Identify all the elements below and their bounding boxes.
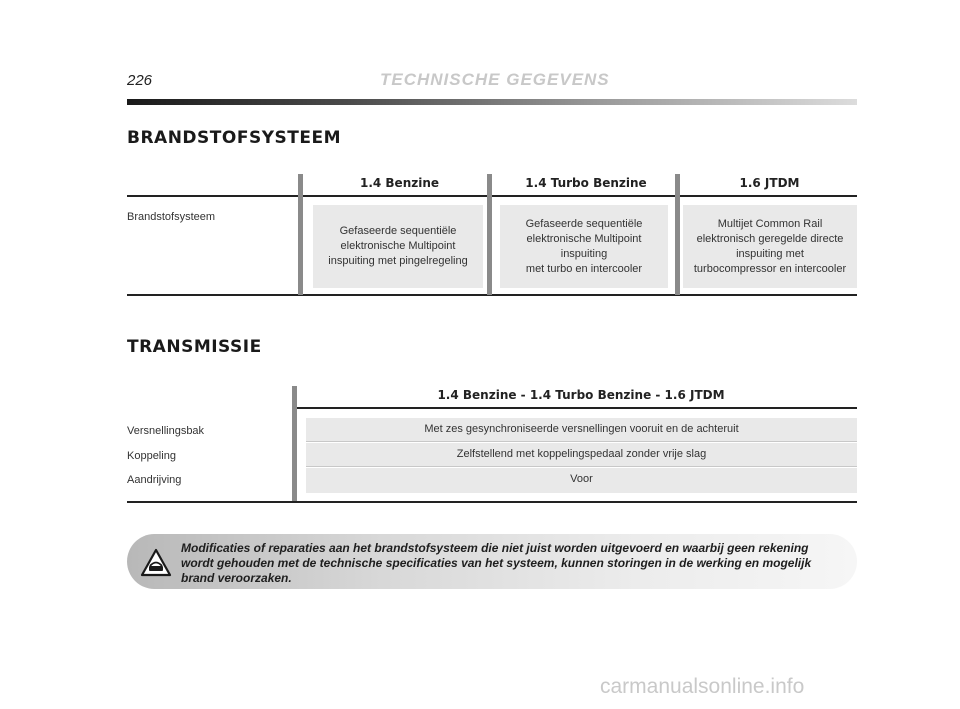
fuel-column-header-2: 1.4 Turbo Benzine	[525, 176, 647, 190]
fuel-column-header-1: 1.4 Benzine	[359, 176, 440, 190]
transmission-column-divider	[292, 386, 297, 501]
transmission-row-label: Versnellingsbak	[127, 425, 205, 437]
fuel-cell-2: Gefaseerde sequentiële elektronische Mul…	[500, 205, 668, 288]
fuel-row-label: Brandstofsysteem	[127, 211, 216, 223]
fuel-cell-1: Gefaseerde sequentiële elektronische Mul…	[313, 205, 483, 288]
watermark: carmanualsonline.info	[600, 675, 805, 698]
transmission-value-row: Voor	[306, 468, 857, 493]
fuel-table-top-rule	[127, 195, 857, 197]
fuel-column-divider-1	[298, 174, 303, 295]
transmission-value-row: Zelfstellend met koppelingspedaal zonder…	[306, 443, 857, 467]
transmission-row-label: Aandrijving	[127, 474, 182, 486]
page-number: 226	[127, 72, 153, 89]
header-rule	[127, 99, 857, 105]
page-header-title: TECHNISCHE GEGEVENS	[380, 70, 610, 89]
fuel-table-bottom-rule	[127, 294, 857, 296]
fuel-column-header-3: 1.6 JTDM	[739, 176, 800, 190]
transmission-header-rule	[297, 407, 857, 409]
warning-text: Modificaties of reparaties aan het brand…	[181, 541, 812, 585]
warning-triangle-icon	[140, 548, 172, 578]
transmission-title: TRANSMISSIE	[127, 337, 262, 357]
transmission-column-header: 1.4 Benzine - 1.4 Turbo Benzine - 1.6 JT…	[437, 388, 725, 402]
warning-box	[127, 534, 857, 589]
fuel-column-divider-2	[487, 174, 492, 295]
transmission-row-label: Koppeling	[127, 450, 176, 462]
transmission-bottom-rule	[127, 501, 857, 503]
fuel-system-title: BRANDSTOFSYSTEEM	[127, 128, 341, 148]
fuel-column-divider-3	[675, 174, 680, 295]
transmission-value-row: Met zes gesynchroniseerde versnellingen …	[306, 418, 857, 442]
fuel-cell-3: Multijet Common Rail elektronisch gerege…	[683, 205, 857, 288]
